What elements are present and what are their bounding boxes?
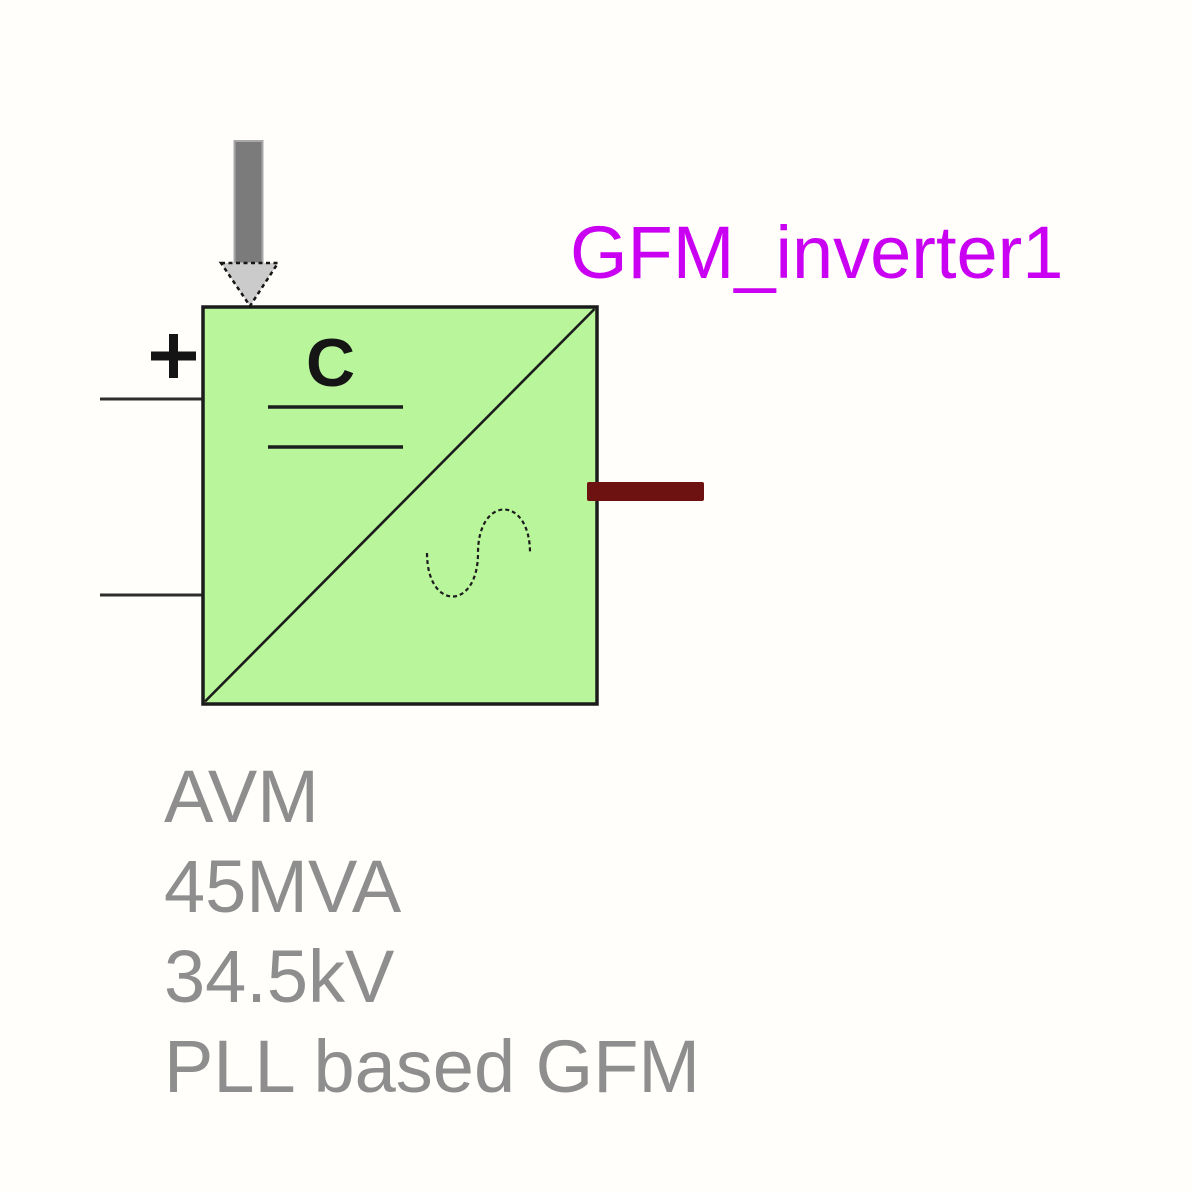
dc-input-arrow-icon[interactable] xyxy=(218,140,281,309)
annotation-line-power: 45MVA xyxy=(164,845,402,928)
device-name-label[interactable]: GFM_inverter1 xyxy=(570,211,1064,294)
annotation-line-voltage: 34.5kV xyxy=(164,935,395,1018)
annotation-line-model: AVM xyxy=(164,755,319,838)
ac-output-terminal[interactable] xyxy=(587,482,704,501)
diagonal-divider-icon xyxy=(204,308,596,703)
sine-wave-icon xyxy=(425,508,532,598)
plus-icon xyxy=(151,334,196,378)
annotation-line-control: PLL based GFM xyxy=(164,1025,701,1108)
capacitor-plates-icon xyxy=(268,405,403,449)
converter-c-label: C xyxy=(306,325,356,401)
annotation-block[interactable]: AVM 45MVA 34.5kV PLL based GFM xyxy=(164,752,700,1112)
